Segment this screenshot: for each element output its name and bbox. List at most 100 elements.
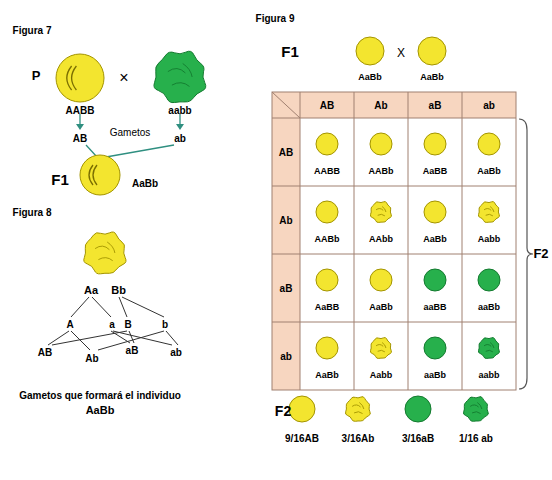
smooth-pea: [370, 269, 392, 291]
gamete-label: AB: [73, 133, 87, 144]
pea-outline: [316, 337, 338, 359]
smooth-pea: [289, 396, 315, 422]
pea-wrinkle: [382, 343, 386, 349]
pea-node: 3/16Ab: [333, 394, 383, 450]
pea-node: AABB: [50, 52, 110, 116]
f2-bracket: [519, 119, 533, 389]
genotype-label: 3/16Ab: [342, 433, 375, 444]
pea-wrinkle: [490, 207, 494, 213]
pea-outline: [316, 201, 338, 223]
grid-border: [272, 92, 516, 390]
punnett-header: ab: [280, 351, 292, 362]
punnett-cell: AaBb: [477, 167, 501, 177]
header-row: [272, 92, 516, 118]
pea-outline: [316, 133, 338, 155]
pea-wrinkle: [378, 214, 385, 216]
pea-outline: [345, 397, 370, 422]
pea-outline: [424, 133, 446, 155]
smooth-pea: [478, 133, 500, 155]
punnett-header: ab: [483, 100, 495, 111]
pea-wrinkle: [382, 207, 386, 213]
punnett-cell: aaBb: [424, 371, 446, 381]
pea-node: Aa Bb: [75, 228, 135, 298]
smooth-pea: [316, 201, 338, 223]
pea-outline: [80, 155, 120, 195]
generation-label: F2: [533, 247, 548, 261]
punnett-cell: AaBB: [423, 167, 448, 177]
pea-node: aabb: [145, 50, 215, 116]
pea-outline: [370, 201, 391, 222]
generation-label: F1: [281, 44, 299, 61]
pea-wrinkle: [486, 350, 493, 352]
allele-label: A: [66, 319, 73, 330]
allele-label: a: [109, 319, 115, 330]
pea-outline: [154, 51, 206, 102]
pea-outline: [478, 133, 500, 155]
pea-wrinkle: [376, 345, 383, 347]
genotype-label: 9/16AB: [285, 433, 319, 444]
figure-caption: Gametos que formará el individuo: [19, 390, 181, 401]
grid-line: [462, 92, 463, 390]
genotype-label: Aa Bb: [84, 284, 126, 296]
grid-line: [300, 92, 301, 390]
pea-outline: [370, 133, 392, 155]
arrow-head: [76, 124, 84, 130]
pea-outline: [405, 396, 431, 422]
punnett-header: Ab: [374, 100, 387, 111]
figure-title: Figura 9: [256, 13, 295, 24]
smooth-pea: [356, 37, 384, 65]
pea-outline: [289, 396, 315, 422]
allele-line: [71, 297, 89, 317]
gamete-label: AB: [38, 347, 52, 358]
punnett-cell: Aabb: [478, 235, 501, 245]
punnett-cell: AaBb: [423, 235, 447, 245]
header-column: [272, 92, 300, 390]
pea-outline: [463, 397, 488, 422]
pea-wrinkle: [352, 405, 360, 407]
genotype-label: AaBb: [358, 73, 382, 83]
pea-wrinkle: [95, 246, 109, 250]
smooth-pea: [478, 269, 500, 291]
wrinkled-pea: [370, 201, 391, 222]
gamete-line: [166, 331, 178, 345]
generation-label: P: [32, 69, 41, 83]
gamete-label: Ab: [85, 353, 98, 364]
figure8-lines: [48, 297, 178, 350]
grid-line: [272, 254, 516, 255]
pea-wrinkle: [359, 403, 364, 410]
genotype-label: AaBb: [132, 178, 158, 189]
wrinkled-pea: [345, 397, 370, 422]
pea-wrinkle: [472, 412, 480, 414]
pea-wrinkle: [376, 209, 383, 211]
grid-line: [272, 186, 516, 187]
genotype-label: 1/16 ab: [459, 433, 493, 444]
wrinkled-pea: [154, 51, 206, 102]
pea-wrinkle: [477, 403, 482, 410]
punnett-cell: AAbb: [369, 235, 393, 245]
figure-title: Figura 7: [13, 25, 52, 36]
punnett-cell: AABb: [315, 235, 340, 245]
pea-outline: [370, 337, 391, 358]
grid-peas: [316, 133, 500, 359]
figure7-lines: [80, 114, 180, 157]
corner-diagonal: [272, 92, 300, 118]
pea-outline: [56, 54, 104, 102]
pea-outline: [424, 201, 446, 223]
pea-wrinkle: [378, 350, 385, 352]
pea-outline: [478, 201, 499, 222]
pea-node: 3/16aB: [393, 394, 443, 450]
punnett-cell: AaBb: [315, 371, 339, 381]
smooth-pea: [405, 396, 431, 422]
pea-wrinkle: [486, 214, 493, 216]
genotype-label: aabb: [168, 105, 191, 116]
gametes-caption: Gametos: [110, 127, 151, 138]
pea-shine: [93, 165, 97, 185]
fertilization-line: [106, 145, 174, 157]
punnett-header: Ab: [279, 215, 292, 226]
pea-shine: [67, 66, 72, 90]
allele-line: [119, 297, 127, 317]
pea-outline: [424, 269, 446, 291]
pea-node: AaBb: [352, 36, 388, 86]
pea-wrinkle: [98, 258, 112, 261]
pea-wrinkle: [470, 405, 478, 407]
